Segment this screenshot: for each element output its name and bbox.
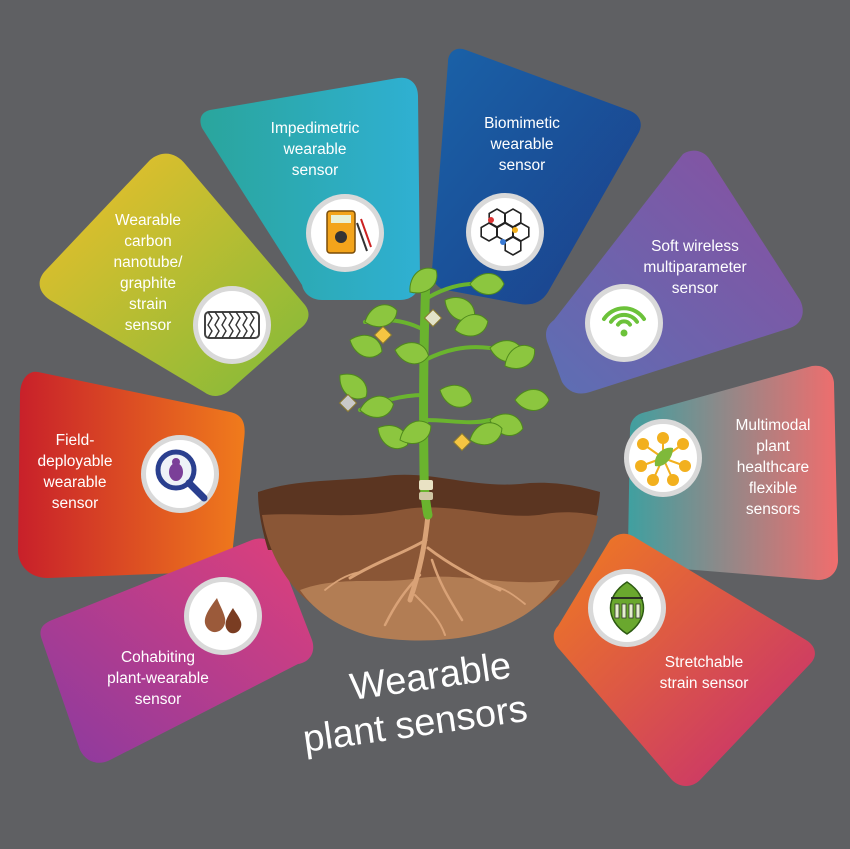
- sensor-chip: [452, 432, 472, 452]
- leaf: [469, 422, 503, 446]
- soil-bottom-layer: [300, 576, 560, 641]
- label-line: multiparameter: [643, 259, 746, 276]
- label-line: Stretchable: [665, 654, 743, 671]
- soil-and-plant: [258, 267, 600, 641]
- segment-cnt: Wearable carbon nanotube/graphite strain sen…: [39, 153, 309, 396]
- label-line: healthcare: [737, 459, 809, 476]
- leaf: [504, 344, 535, 369]
- sensor-chip: [338, 393, 358, 413]
- label-line: deployable: [38, 453, 113, 470]
- wifi-icon: [602, 306, 646, 337]
- label-line: wearable: [490, 136, 554, 153]
- leaf-sensor-chips: [338, 308, 472, 452]
- label-line: Biomimetic: [484, 115, 560, 132]
- plant: [338, 267, 550, 520]
- label-line: sensor: [292, 162, 339, 179]
- label-line: sensor: [125, 317, 172, 334]
- leaf: [377, 425, 408, 450]
- segment-wireless-label: Soft wireless multiparameter sensor: [643, 238, 746, 297]
- stem-sensor-band: [419, 480, 433, 500]
- segment-stretchable-label: Stretchable strain sensor: [660, 654, 749, 692]
- label-line: plant-wearable: [107, 670, 209, 687]
- leaf: [469, 273, 505, 295]
- center-title: Wearable plant sensors: [300, 645, 530, 761]
- label-line: sensor: [499, 157, 546, 174]
- icon-circle: [471, 198, 539, 266]
- label-line: sensors: [746, 501, 801, 518]
- roots: [324, 512, 526, 636]
- leaf: [339, 373, 368, 400]
- label-line: wearable: [43, 474, 107, 491]
- segment-biomimetic-label: Biomimetic wearable sensor: [484, 115, 560, 174]
- sensor-chip: [373, 325, 393, 345]
- stretch-leaf-icon: [609, 581, 645, 635]
- leaf: [514, 389, 550, 411]
- leaf: [394, 342, 430, 365]
- nanotube-mesh-icon: [204, 311, 260, 339]
- segment-multimodal: Multimodal plant healthcare flexible sensors: [624, 365, 838, 580]
- label-line: Multimodal: [736, 417, 811, 434]
- leaf: [399, 420, 432, 444]
- label-line: Soft wireless: [651, 238, 739, 255]
- plant-leaves: [339, 267, 550, 450]
- segment-stretchable: Stretchable strain sensor: [553, 533, 815, 786]
- segment-cohabiting: Cohabiting plant-wearable sensor: [40, 538, 314, 763]
- segment-wireless: Soft wireless multiparameter sensor: [546, 150, 803, 394]
- label-line: wearable: [283, 141, 347, 158]
- magnifier-bug-icon: [155, 449, 208, 502]
- label-line: Field-: [56, 432, 95, 449]
- label-line: sensor: [135, 691, 182, 708]
- segment-biomimetic: Biomimetic wearable sensor: [432, 48, 641, 305]
- honeycomb-molecule-icon: [480, 208, 530, 256]
- leaf: [409, 267, 438, 294]
- leaf: [364, 304, 398, 328]
- segment-multimodal-label: Multimodal plant healthcare flexible sensors: [736, 417, 811, 518]
- label-line: Impedimetric: [271, 120, 360, 137]
- leaf: [359, 395, 395, 418]
- label-line: plant: [756, 438, 790, 455]
- label-line: flexible: [749, 480, 797, 497]
- multimeter-icon: [326, 210, 372, 254]
- label-line: carbon: [124, 233, 171, 250]
- label-line: graphite: [120, 275, 176, 292]
- segment-impedimetric: Impedimetric wearable sensor: [200, 77, 420, 300]
- segment-impedimetric-label: Impedimetric wearable sensor: [271, 120, 360, 179]
- segment-field-label: Field-deployable wearable sensor: [38, 432, 113, 512]
- leaf-network-icon: [635, 432, 691, 486]
- label-line: sensor: [52, 495, 99, 512]
- segment-field-shape: [18, 371, 245, 578]
- water-drops-icon: [204, 598, 242, 634]
- label-line: Cohabiting: [121, 649, 195, 666]
- label-line: nanotube/: [114, 254, 184, 271]
- leaf: [439, 384, 473, 408]
- label-line: Wearable: [115, 212, 181, 229]
- label-line: strain: [129, 296, 167, 313]
- leaf: [349, 334, 383, 358]
- segment-field: Field-deployable wearable sensor: [18, 371, 245, 578]
- label-line: strain sensor: [660, 675, 749, 692]
- segment-cnt-label: Wearable carbon nanotube/graphite strain sen…: [114, 212, 184, 334]
- segment-cohabiting-label: Cohabiting plant-wearable sensor: [107, 649, 209, 708]
- sensor-chip: [423, 308, 443, 328]
- segment-multimodal-shape: [628, 365, 838, 580]
- leaf: [454, 313, 489, 337]
- label-line: sensor: [672, 280, 719, 297]
